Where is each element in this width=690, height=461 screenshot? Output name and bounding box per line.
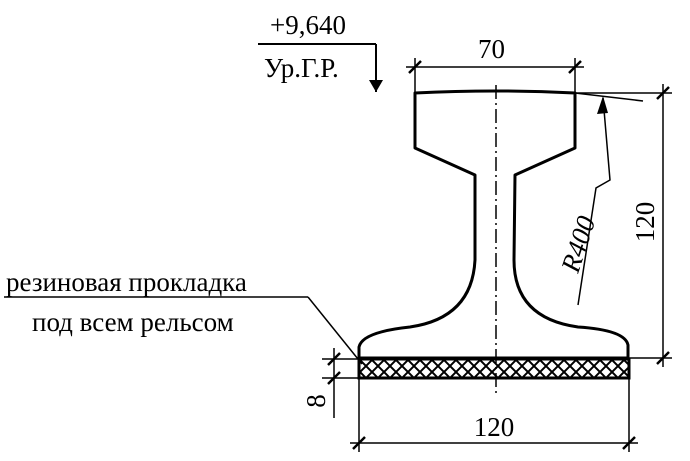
tick-top <box>327 352 341 366</box>
base-width-label: 120 <box>474 412 515 442</box>
radius-surface-line <box>574 92 644 102</box>
dimension-head-width: 70 <box>406 34 584 93</box>
callout-line-1: резиновая прокладка <box>6 267 247 297</box>
callout-leader <box>307 296 363 365</box>
dimension-rail-height: 120 <box>575 84 672 367</box>
pad-thickness-label: 8 <box>301 394 331 408</box>
level-arrow <box>369 80 383 92</box>
level-value: +9,640 <box>270 10 346 40</box>
level-label: Ур.Г.Р. <box>264 53 339 83</box>
tick-bottom <box>327 371 341 385</box>
tick-bottom <box>656 351 670 365</box>
level-mark: +9,640 Ур.Г.Р. <box>258 10 383 92</box>
rubber-pad <box>357 357 631 380</box>
pad-callout: резиновая прокладка под всем рельсом <box>4 267 363 365</box>
tick-left <box>408 60 422 74</box>
radius-break-line <box>577 97 611 306</box>
dimension-pad-thickness: 8 <box>301 348 359 418</box>
callout-line-2: под всем рельсом <box>32 307 234 337</box>
rail-height-label: 120 <box>630 202 660 243</box>
dimension-base-width: 120 <box>350 378 638 452</box>
tick-top <box>656 86 670 100</box>
head-width-label: 70 <box>478 34 505 64</box>
tick-right <box>622 436 636 450</box>
rail-profile <box>357 89 630 360</box>
radius-arrow <box>597 96 608 114</box>
tick-right <box>568 60 582 74</box>
radius-label: R400 <box>555 212 602 277</box>
tick-left <box>352 436 366 450</box>
